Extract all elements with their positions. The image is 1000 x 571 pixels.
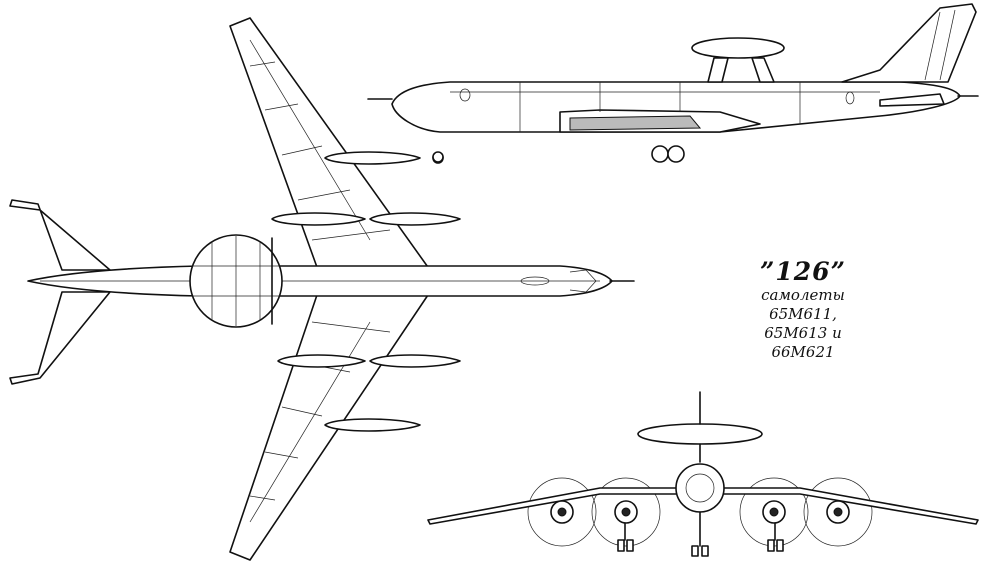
plan-tail-upper	[9, 199, 111, 271]
front-fuselage	[675, 463, 725, 513]
caption-line-1: самолеты	[761, 286, 845, 304]
plan-view	[9, 17, 635, 561]
front-view	[427, 391, 979, 557]
side-landing-wheels	[432, 145, 685, 163]
caption-block: ”126” самолеты 65М611, 65М613 и 66М621	[728, 258, 878, 362]
side-fin	[841, 3, 977, 83]
front-radome	[637, 423, 763, 445]
front-engine-nacelles	[550, 500, 850, 524]
caption-title: ”126”	[760, 257, 846, 286]
caption-line-3: 65М613 и	[764, 324, 842, 342]
front-landing-gear	[617, 511, 784, 557]
side-view	[367, 3, 979, 163]
plan-wing-upper	[229, 17, 431, 271]
front-wing	[427, 487, 979, 525]
plan-engine-pods	[271, 151, 461, 432]
side-radome	[691, 37, 785, 59]
caption-line-2: 65М611,	[769, 305, 837, 323]
plan-tail-lower	[9, 291, 111, 385]
caption-line-4: 66М621	[771, 343, 835, 361]
